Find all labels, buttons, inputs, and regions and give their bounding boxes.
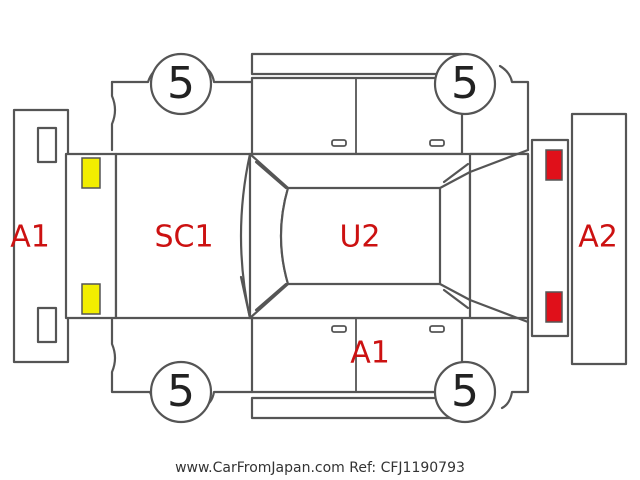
tire-front-left-value: 5 <box>167 58 195 109</box>
rear-bumper-code: A2 <box>578 220 618 255</box>
front-light-markers <box>81 157 101 315</box>
right-side-doors <box>250 316 464 420</box>
tire-rear-left: 5 <box>433 52 497 116</box>
front-bumper-code: A1 <box>10 220 50 255</box>
right-rear-door-code: A1 <box>350 336 390 371</box>
rear-left-light-marker <box>545 149 563 181</box>
front-right-light-marker <box>81 283 101 315</box>
rear-right-light-marker <box>545 291 563 323</box>
rear-light-markers <box>530 138 570 338</box>
tire-front-right: 5 <box>149 360 213 424</box>
left-side-doors <box>250 52 464 156</box>
car-body-top-view <box>64 148 530 324</box>
bonnet-code: SC1 <box>154 220 213 255</box>
tire-front-left: 5 <box>149 52 213 116</box>
tire-rear-right-value: 5 <box>451 366 479 417</box>
tire-front-right-value: 5 <box>167 366 195 417</box>
front-left-light-marker <box>81 157 101 189</box>
roof-code: U2 <box>339 220 380 255</box>
tire-rear-right: 5 <box>433 360 497 424</box>
watermark-text: www.CarFromJapan.com Ref: CFJ1190793 <box>175 460 465 476</box>
tire-rear-left-value: 5 <box>451 58 479 109</box>
front-bumper <box>12 108 70 364</box>
rear-bumper <box>570 112 628 366</box>
